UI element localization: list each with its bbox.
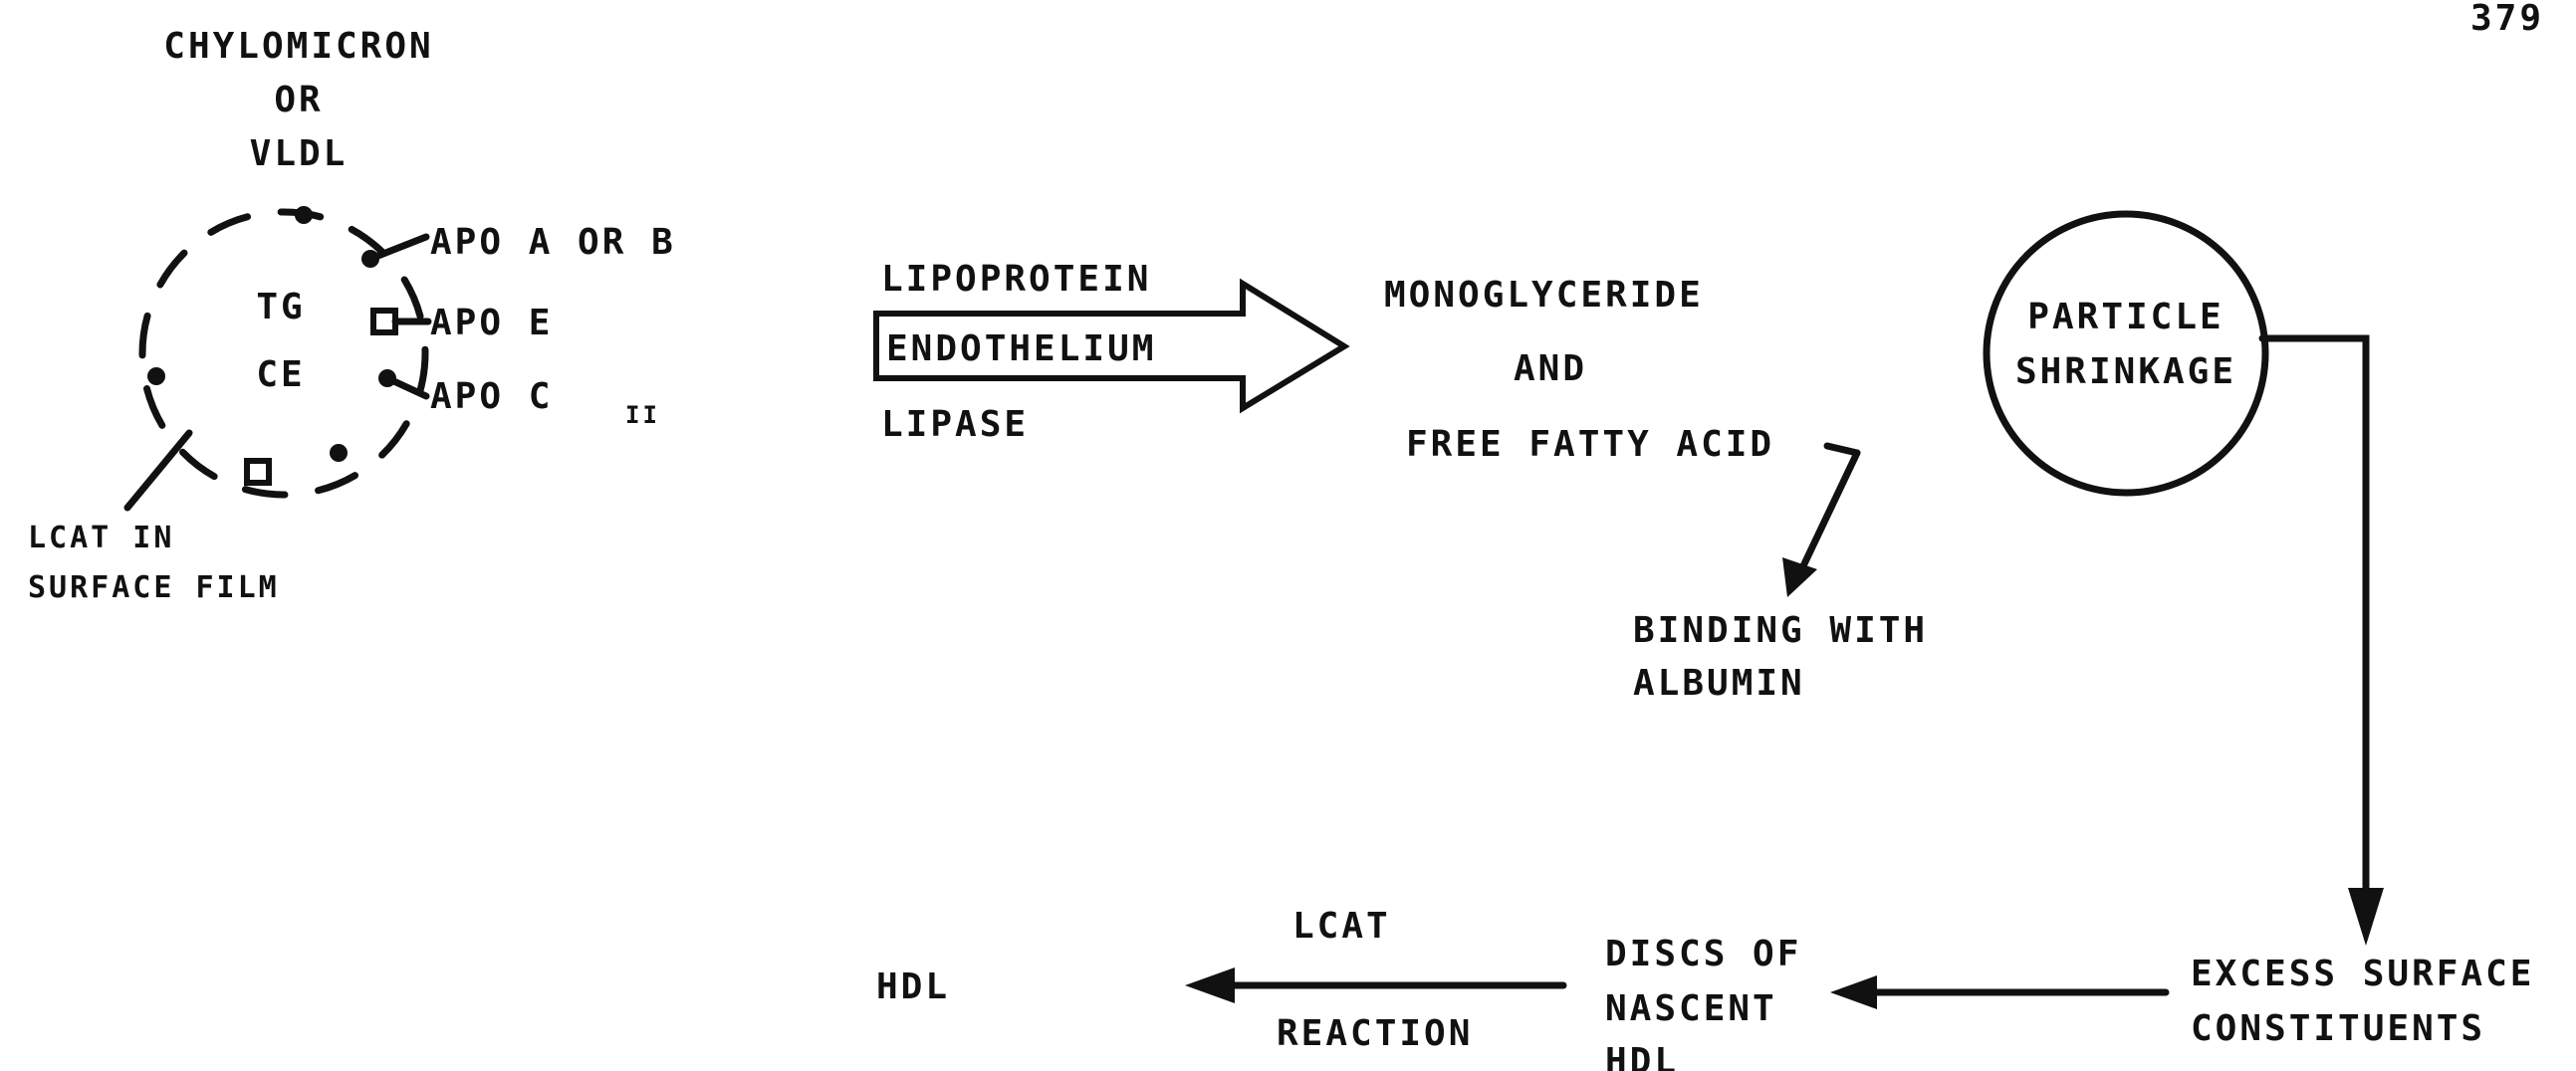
enzyme-line2: ENDOTHELIUM [886, 328, 1156, 369]
surface-square-marker [244, 458, 272, 486]
shrinkage-to-excess-line [2258, 334, 2370, 900]
apo-e-label: APO E [430, 303, 553, 343]
apo-ab-leader [366, 233, 430, 263]
discs-line3: HDL [1605, 1041, 1679, 1071]
page-number: 379 [2470, 0, 2544, 39]
products-line2: AND [1514, 348, 1587, 389]
excess-to-discs-arrowhead [1830, 975, 1877, 1009]
lipoprotein-particle: TG CE [138, 206, 429, 499]
apo-c-leader [383, 374, 430, 400]
products-line1: MONOGLYCERIDE [1384, 275, 1704, 316]
hdl-label: HDL [876, 966, 950, 1007]
lcat-reaction-line1: LCAT [1292, 906, 1391, 947]
apo-ab-label: APO A OR B [430, 222, 676, 263]
surface-film-circle [138, 208, 429, 499]
lcat-reaction-arrowhead [1185, 967, 1235, 1003]
apo-c-subscript: II [625, 401, 660, 429]
shrinkage-to-excess-arrowhead [2348, 888, 2384, 946]
binding-line1: BINDING WITH [1633, 610, 1928, 651]
particle-title-line3: VLDL [250, 133, 349, 174]
products-line3: FREE FATTY ACID [1406, 424, 1774, 465]
apo-c-label: APO C [430, 376, 553, 417]
shrinkage-line2: SHRINKAGE [2015, 351, 2236, 392]
discs-line1: DISCS OF [1605, 934, 1801, 974]
particle-title-line1: CHYLOMICRON [163, 26, 433, 67]
lcat-surface-line1: LCAT IN [28, 521, 174, 555]
core-ce-label: CE [256, 354, 305, 395]
lcat-reaction-line2: REACTION [1277, 1013, 1473, 1054]
lipase-action-arrow [873, 278, 1350, 414]
lcat-surface-line2: SURFACE FILM [28, 570, 280, 605]
excess-line2: CONSTITUENTS [2191, 1008, 2485, 1049]
lcat-surface-leader [123, 429, 193, 512]
enzyme-line1: LIPOPROTEIN [881, 259, 1151, 300]
ffa-hook [1823, 442, 1861, 457]
core-tg-label: TG [256, 287, 305, 327]
particle-shrinkage-circle [1983, 210, 2269, 497]
particle-title-line2: OR [274, 80, 323, 120]
surface-dot [147, 367, 165, 385]
ffa-to-albumin-line [1796, 449, 1861, 576]
discs-line2: NASCENT [1605, 988, 1777, 1029]
binding-line2: ALBUMIN [1633, 663, 1805, 704]
surface-dot [330, 444, 348, 462]
shrinkage-line1: PARTICLE [2027, 297, 2224, 337]
ffa-to-albumin-arrowhead [1782, 557, 1817, 597]
surface-dot [295, 206, 313, 224]
excess-line1: EXCESS SURFACE [2191, 954, 2534, 994]
enzyme-line3: LIPASE [881, 404, 1029, 445]
